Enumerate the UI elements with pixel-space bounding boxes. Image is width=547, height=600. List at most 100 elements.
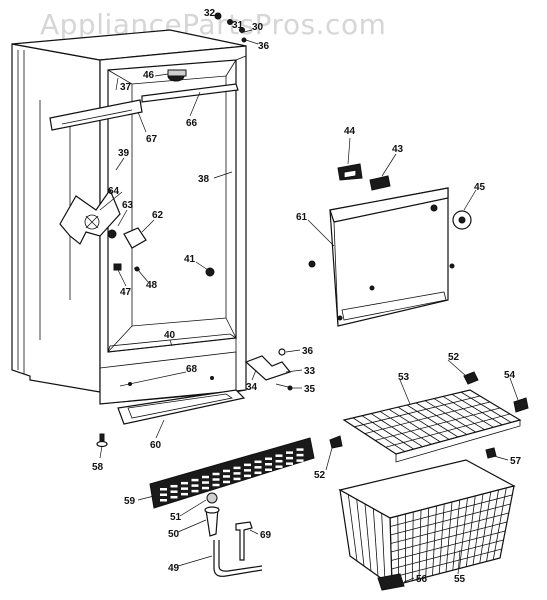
hinge-assembly <box>244 348 293 391</box>
callout-32: 32 <box>204 8 216 19</box>
grille-slot <box>191 484 199 487</box>
grille-slot <box>265 463 272 466</box>
grille-slot <box>212 483 220 487</box>
wire-line <box>391 530 506 561</box>
grille-slot <box>286 451 293 454</box>
callout-55: 55 <box>454 574 466 585</box>
grille-slot <box>181 481 188 485</box>
evaporator-cover-panel <box>308 163 472 327</box>
wire-line <box>451 393 503 426</box>
callout-36-top: 36 <box>258 41 270 52</box>
wire-line <box>375 407 501 441</box>
grille-slot <box>233 472 241 475</box>
grille-slot <box>233 466 241 470</box>
grille-slot <box>170 484 178 488</box>
callout-66: 66 <box>186 118 198 129</box>
callout-58: 58 <box>92 462 104 473</box>
grille-slot <box>181 487 188 490</box>
wire-line <box>379 411 432 445</box>
callout-39: 39 <box>118 148 130 159</box>
grille-slot <box>233 477 241 481</box>
callout-63: 63 <box>122 200 134 211</box>
grille-slot <box>254 466 262 469</box>
watermark-text: AppliancePartsPros.com <box>40 8 387 41</box>
wire-line <box>347 494 358 562</box>
wire-line <box>370 413 423 448</box>
wire-line <box>390 494 513 527</box>
callout-50: 50 <box>168 529 180 540</box>
grille-slot <box>275 465 283 468</box>
grille-slot <box>181 492 188 496</box>
grille-slot <box>265 468 272 471</box>
callout-60: 60 <box>150 440 162 451</box>
grille-slot <box>296 459 304 462</box>
wire-line <box>381 513 386 582</box>
grille-slot <box>286 456 293 460</box>
grille-slot <box>223 480 230 484</box>
callout-37: 37 <box>120 82 132 93</box>
callout-56: 56 <box>416 574 428 585</box>
grille-slot <box>202 475 209 479</box>
grille-slot <box>244 469 251 472</box>
callout-36-hinge: 36 <box>302 346 314 357</box>
callout-59: 59 <box>124 496 136 507</box>
grille-slot <box>160 488 167 491</box>
wire-line <box>391 548 502 578</box>
grille-slot <box>212 472 220 476</box>
wire-line <box>385 413 511 448</box>
wire-line <box>354 395 481 428</box>
wire-line <box>361 415 414 450</box>
grille-slot <box>160 493 167 496</box>
callout-61: 61 <box>296 212 308 223</box>
callout-43: 43 <box>392 144 404 155</box>
wire-line <box>356 499 365 567</box>
wire-line <box>415 402 468 435</box>
grille-slot <box>265 457 272 460</box>
wire-line <box>364 401 491 434</box>
grille-slot <box>223 469 230 473</box>
wire-line <box>388 408 441 443</box>
grille-slot <box>202 481 209 484</box>
wire-shelf <box>329 371 529 463</box>
grille-slot <box>191 489 199 493</box>
callout-34: 34 <box>246 382 258 393</box>
callout-44: 44 <box>344 126 356 137</box>
callout-52-bottom: 52 <box>314 470 326 481</box>
callout-46: 46 <box>143 70 155 81</box>
callout-67: 67 <box>146 134 158 145</box>
grille-slot <box>160 499 167 502</box>
wire-line <box>442 396 494 428</box>
grille-slot <box>170 490 178 493</box>
wire-line <box>352 417 406 452</box>
grille-slot <box>286 462 293 465</box>
wire-line <box>390 503 511 536</box>
grille-slot <box>170 495 178 499</box>
callout-49: 49 <box>168 563 180 574</box>
callout-40: 40 <box>164 330 176 341</box>
callout-31: 31 <box>232 20 244 31</box>
grille-slot <box>275 454 283 457</box>
callout-47: 47 <box>120 287 132 298</box>
callout-68: 68 <box>186 364 198 375</box>
grille-slot <box>244 474 251 478</box>
leader-lines <box>99 12 519 583</box>
callout-69: 69 <box>260 530 272 541</box>
callout-41: 41 <box>184 254 196 265</box>
wire-line <box>364 503 372 572</box>
grille-slot <box>296 453 304 457</box>
drain-parts <box>96 433 263 577</box>
wire-line <box>391 539 504 570</box>
wire-line <box>406 404 459 438</box>
wire-line <box>390 512 509 544</box>
wire-line <box>397 406 450 440</box>
grille-slot <box>296 448 304 451</box>
part-callouts: 32 31 30 36 37 46 66 67 39 38 64 63 62 4… <box>92 8 522 585</box>
cabinet-body <box>11 29 247 425</box>
wire-line <box>433 398 485 431</box>
grille-slot <box>191 478 199 482</box>
wire-line <box>460 391 512 423</box>
callout-52-top: 52 <box>448 352 460 363</box>
callout-30: 30 <box>252 22 264 33</box>
